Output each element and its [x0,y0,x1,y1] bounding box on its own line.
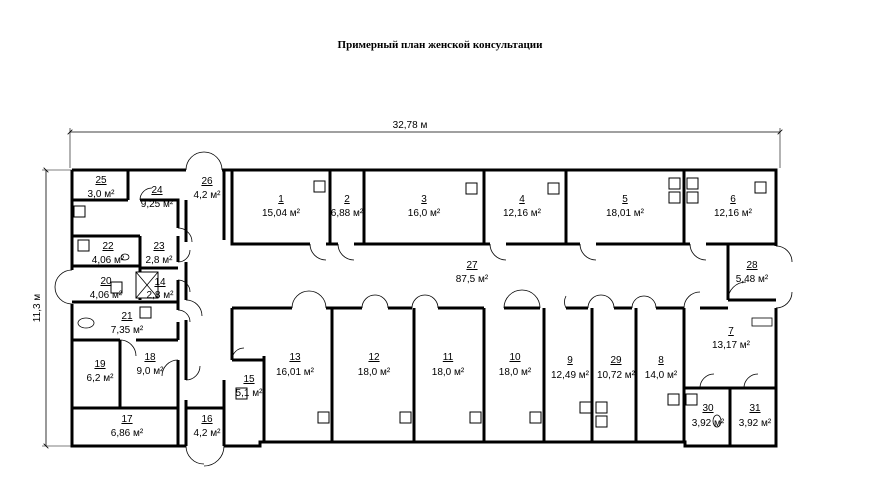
room-20-number: 20 [100,276,112,287]
fixtures [77,253,773,428]
room-17-number: 17 [121,414,133,425]
room-15-number: 15 [243,374,255,385]
room-19-number: 19 [94,359,106,370]
dimension-width: 32,78 м [70,120,780,168]
dimension-height-label: 11,3 м [32,294,43,322]
room-7-area: 13,17 м² [712,340,751,351]
room-12-number: 12 [368,352,380,363]
room-6-number: 6 [730,194,736,205]
room-8-area: 14,0 м² [645,370,678,381]
room-9-area: 12,49 м² [551,370,590,381]
room-23-number: 23 [153,241,165,252]
room-7-number: 7 [728,326,734,337]
walls [70,168,778,448]
room-14-area: 2,8 м² [147,290,175,301]
room-8-number: 8 [658,355,664,366]
room-5-number: 5 [622,194,628,205]
room-23-area: 2,8 м² [146,255,174,266]
room-30-area: 3,92 м² [692,418,725,429]
dimension-width-label: 32,78 м [393,120,428,131]
room-4-number: 4 [519,194,525,205]
room-22-number: 22 [102,241,114,252]
room-2-area: 6,88 м² [331,208,364,219]
room-20-area: 4,06 м² [90,290,123,301]
room-10-number: 10 [509,352,521,363]
room-25-area: 3,0 м² [88,189,116,200]
room-16-area: 4,2 м² [194,428,222,439]
room-1-area: 15,04 м² [262,208,301,219]
room-12-area: 18,0 м² [358,367,391,378]
room-31-area: 3,92 м² [739,418,772,429]
door-swings [54,151,793,467]
room-16-number: 16 [201,414,213,425]
dimension-height: 11,3 м [32,170,72,446]
room-11-number: 11 [443,352,454,363]
room-31-number: 31 [749,403,761,414]
room-24-area: 9,25 м² [141,199,174,210]
room-5-area: 18,01 м² [606,208,645,219]
room-22-area: 4,06 м² [92,255,125,266]
room-2-number: 2 [344,194,350,205]
room-9-number: 9 [567,355,573,366]
room-labels: 1 15,04 м² 2 6,88 м² 3 16,0 м² 4 12,16 м… [87,175,772,439]
room-21-number: 21 [121,311,133,322]
room-19-area: 6,2 м² [87,373,115,384]
room-10-area: 18,0 м² [499,367,532,378]
room-1-number: 1 [278,194,284,205]
room-28-area: 5,48 м² [736,274,769,285]
room-17-area: 6,86 м² [111,428,144,439]
room-26-number: 26 [201,176,213,187]
room-14-number: 14 [154,277,166,288]
room-27-area: 87,5 м² [456,274,489,285]
room-15-area: 5,1 м² [236,388,264,399]
plan-title: Примерный план женской консультации [337,39,543,51]
room-21-area: 7,35 м² [111,325,144,336]
room-3-area: 16,0 м² [408,208,441,219]
room-30-number: 30 [702,403,714,414]
room-4-area: 12,16 м² [503,208,542,219]
room-26-area: 4,2 м² [194,190,222,201]
room-24-number: 24 [151,185,163,196]
room-25-number: 25 [95,175,107,186]
room-11-area: 18,0 м² [432,367,465,378]
room-29-area: 10,72 м² [597,370,636,381]
room-3-number: 3 [421,194,427,205]
room-6-area: 12,16 м² [714,208,753,219]
room-28-number: 28 [746,260,758,271]
room-13-area: 16,01 м² [276,367,315,378]
room-29-number: 29 [610,355,622,366]
room-13-number: 13 [289,352,301,363]
room-18-number: 18 [144,352,156,363]
room-27-number: 27 [466,260,478,271]
room-18-area: 9,0 м² [137,366,165,377]
